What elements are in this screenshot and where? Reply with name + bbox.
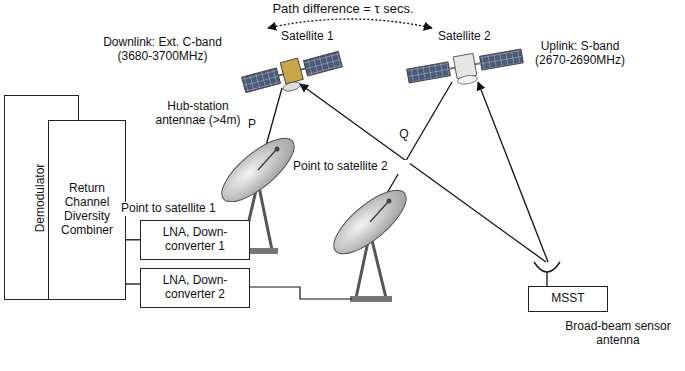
satellite-label: Satellite 1 — [280, 30, 350, 44]
downlink-arrow-q — [380, 82, 452, 205]
satellite-2-figure — [406, 45, 525, 94]
box-text: Return Channel Diversity Combiner — [49, 180, 125, 239]
hub-antenna-2 — [325, 180, 416, 302]
path-difference-label: Path difference = τ secs. — [248, 2, 438, 17]
path-letter: Q — [398, 128, 410, 142]
uplink-label: Uplink: S-band (2670-2690MHz) — [525, 40, 635, 68]
combiner-box: Return Channel Diversity Combiner — [48, 120, 126, 300]
satellite-label: Satellite 2 — [437, 30, 507, 44]
path-difference-arc — [268, 19, 432, 28]
box-text: MSST — [548, 290, 587, 308]
box-text: LNA, Down-converter 1 — [141, 224, 249, 256]
pointing-label: Point to satellite 2 — [292, 160, 410, 174]
sensor-antenna — [534, 262, 560, 286]
box-text: LNA, Down-converter 2 — [141, 272, 249, 304]
pointing-label: Point to satellite 1 — [120, 202, 238, 216]
downconverter-box: LNA, Down-converter 1 — [140, 220, 250, 260]
hub-station-label: Hub-station antennae (>4m) — [148, 100, 248, 128]
uplink-arrow — [478, 82, 548, 262]
satellite-1-figure — [241, 47, 345, 102]
path-letter: P — [246, 118, 258, 132]
downconverter-box: LNA, Down-converter 2 — [140, 268, 250, 308]
signal-connector — [126, 239, 140, 240]
feed-wire — [250, 287, 352, 299]
box-text: Demodulator — [34, 163, 48, 232]
downlink-label: Downlink: Ext. C-band (3680-3700MHz) — [95, 36, 230, 64]
sensor-antenna-label: Broad-beam sensor antenna — [558, 320, 678, 348]
signal-connector — [126, 283, 140, 284]
terminal-box: MSST — [528, 286, 608, 312]
